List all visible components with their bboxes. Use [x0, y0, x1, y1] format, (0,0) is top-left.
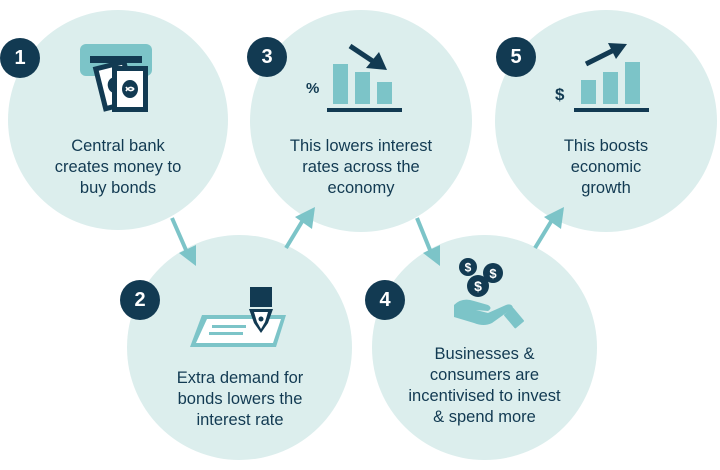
step-4-line: & spend more — [433, 408, 536, 426]
step-4-number-badge: 4 — [365, 280, 405, 320]
step-2-line: bonds lowers the — [177, 390, 303, 408]
step-2-line: interest rate — [196, 411, 284, 429]
step-3-circle — [250, 10, 472, 232]
step-1-label: Central bank creates money to buy bonds — [28, 136, 208, 199]
percent-symbol: % — [306, 80, 319, 97]
step-5-number-badge: 5 — [496, 37, 536, 77]
step-5-line: growth — [581, 179, 631, 197]
step-3-line: This lowers interest — [289, 137, 433, 155]
falling-bar-chart-icon: % — [306, 43, 402, 112]
step-3-label: This lowers interest rates across the ec… — [261, 136, 461, 199]
step-4-label: Businesses & consumers are incentivised … — [382, 344, 587, 428]
dollar-symbol: $ — [555, 85, 565, 104]
step-2-circle — [127, 235, 352, 460]
arrow-1-to-2 — [170, 217, 188, 251]
step-3-line: economy — [327, 179, 395, 197]
step-1-number-badge: 1 — [0, 38, 40, 78]
arrow-2-to-3 — [284, 218, 305, 250]
arrow-3-to-4 — [415, 217, 432, 251]
signing-bond-icon — [190, 287, 286, 347]
step-2-line: Extra demand for — [176, 369, 304, 387]
atm-cash-icon: § — [80, 44, 152, 112]
step-1-line: Central bank — [71, 137, 165, 155]
step-4-line: incentivised to invest — [408, 387, 561, 405]
svg-text:$: $ — [474, 278, 482, 294]
step-4-line: consumers are — [429, 366, 540, 384]
step-5-line: This boosts — [563, 137, 649, 155]
step-4-line: Businesses & — [434, 345, 535, 363]
step-1-line: buy bonds — [79, 179, 157, 197]
rising-bar-chart-icon: $ — [555, 43, 649, 112]
step-3-number-badge: 3 — [247, 37, 287, 77]
svg-text:$: $ — [465, 261, 472, 275]
svg-text:$: $ — [489, 266, 497, 281]
arrow-4-to-5 — [533, 218, 554, 250]
step-2-number-badge: 2 — [120, 280, 160, 320]
step-1-line: creates money to — [54, 158, 182, 176]
hand-coins-icon: $ $ $ — [454, 258, 524, 329]
step-3-line: rates across the — [302, 158, 420, 176]
step-5-label: This boosts economic growth — [516, 136, 696, 199]
step-5-line: economic — [570, 158, 642, 176]
step-2-label: Extra demand for bonds lowers the intere… — [140, 368, 340, 431]
